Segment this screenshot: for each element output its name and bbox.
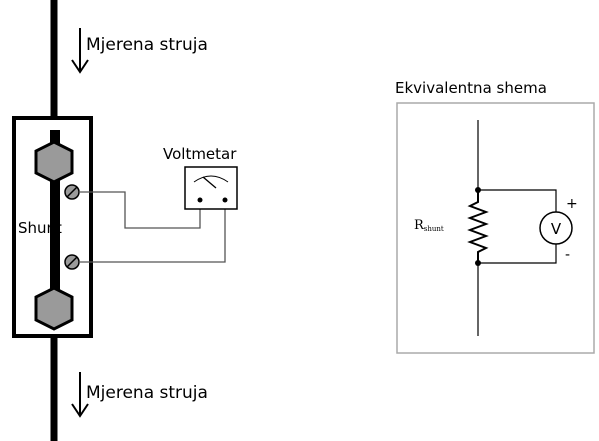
top-bolt-icon [34,140,74,184]
voltmeter-symbol-icon [539,211,573,245]
resistor-icon [467,190,489,263]
voltmeter-symbol-text: V [551,220,562,238]
plus-sign: + [566,196,578,212]
sense-wire-bottom [79,202,226,263]
minus-sign: - [565,247,570,263]
bottom-current-label: Mjerena struja [86,383,208,403]
bottom-bolt-icon [34,286,74,331]
shunt-inner-bar [50,130,60,322]
current-arrow-top-icon [71,28,89,74]
voltmeter-icon [184,166,238,210]
sense-terminal-top-icon [64,184,80,200]
resistor-label-subscript: shunt [424,225,444,233]
current-arrow-bottom-icon [71,372,89,418]
sense-wire-top [79,191,201,229]
top-current-label: Mjerena struja [86,35,208,55]
equivalent-frame [396,102,595,354]
branch-top [478,189,557,212]
resistor-label-main: R [414,218,425,233]
voltmeter-label: Voltmetar [163,145,237,163]
branch-bottom [478,244,557,264]
sense-terminal-bottom-icon [64,254,80,270]
shunt-label: Shunt [18,219,62,237]
equivalent-title: Ekvivalentna shema [395,79,547,97]
resistor-label: Rshunt [414,218,444,233]
